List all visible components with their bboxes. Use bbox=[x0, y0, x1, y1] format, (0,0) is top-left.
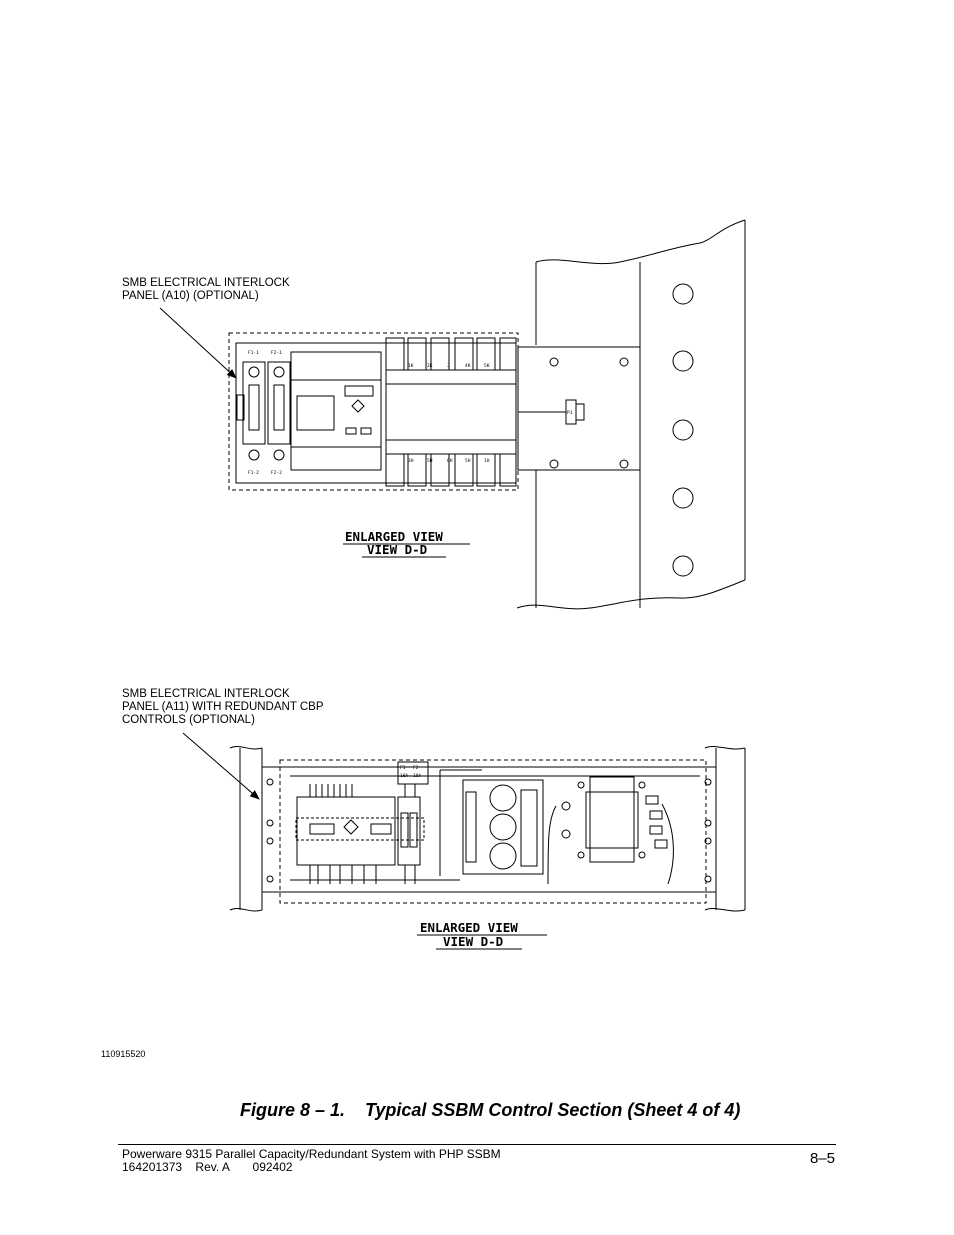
relay-top-2: 2K bbox=[427, 363, 433, 369]
top-view: P1 bbox=[228, 219, 746, 610]
bottom-view-subtitle: VIEW D-D bbox=[443, 934, 503, 949]
top-panel bbox=[228, 332, 519, 491]
a11-callout-arrow bbox=[182, 732, 260, 800]
figure-caption: Figure 8 – 1. Typical SSBM Control Secti… bbox=[240, 1100, 741, 1120]
bottom-small-labels: F1 F2 10A 10A bbox=[400, 765, 421, 779]
footer-left: Powerware 9315 Parallel Capacity/Redunda… bbox=[122, 1148, 501, 1174]
a10-callout-arrow bbox=[159, 307, 237, 379]
top-small-labels: F1-1 F2-1 F1-2 F2-2 1K 2K J 4K 5K 3H 5H … bbox=[248, 350, 490, 476]
transformer bbox=[589, 776, 635, 863]
callout-a11: SMB ELECTRICAL INTERLOCK PANEL (A11) WIT… bbox=[122, 688, 324, 727]
callout-a10-line1: SMB ELECTRICAL INTERLOCK bbox=[122, 277, 290, 289]
plc-module bbox=[290, 351, 382, 471]
fuse-top-1: F1-1 bbox=[248, 350, 259, 356]
relay-top-4: 4K bbox=[465, 363, 471, 369]
top-post-outline bbox=[535, 219, 746, 265]
relay-bottom-2: 5H bbox=[427, 458, 433, 464]
top-view-title: ENLARGED VIEW bbox=[345, 529, 443, 544]
relay-top-5: 5K bbox=[484, 363, 490, 369]
callout-a11-line3: CONTROLS (OPTIONAL) bbox=[122, 714, 255, 726]
fuse-top-2: F2-1 bbox=[271, 350, 282, 356]
relay-bottom-3: 6H bbox=[447, 458, 453, 464]
relay-bottom-1: 3H bbox=[408, 458, 414, 464]
bottom-view-title: ENLARGED VIEW bbox=[420, 920, 518, 935]
relay-bottom-4: 5H bbox=[465, 458, 471, 464]
power-supply bbox=[462, 779, 544, 875]
relay-top-3: J bbox=[447, 363, 450, 369]
page-number: 8–5 bbox=[809, 1150, 835, 1167]
bottom-plc bbox=[296, 796, 396, 866]
relay-top-1: 1K bbox=[408, 363, 414, 369]
top-view-subtitle: VIEW D-D bbox=[367, 542, 427, 557]
fuse-label-2: F2 bbox=[413, 765, 419, 771]
footer-docinfo: 164201373 Rev. A 092402 bbox=[122, 1160, 293, 1174]
callout-a11-line2: PANEL (A11) WITH REDUNDANT CBP bbox=[122, 701, 324, 713]
relays-bottom bbox=[385, 453, 517, 487]
callout-a10-line2: PANEL (A10) (OPTIONAL) bbox=[122, 290, 259, 302]
top-post-bottom bbox=[516, 579, 746, 610]
fuse-bottom-1: F1-2 bbox=[248, 470, 259, 476]
fuse-label-1: F1 bbox=[400, 765, 406, 771]
footer-title: Powerware 9315 Parallel Capacity/Redunda… bbox=[122, 1147, 501, 1161]
drawing-number: 110915520 bbox=[101, 1049, 146, 1059]
fuse-label-4: 10A bbox=[413, 773, 421, 779]
callout-a10: SMB ELECTRICAL INTERLOCK PANEL (A10) (OP… bbox=[122, 277, 290, 303]
connector-label: P1 bbox=[567, 410, 573, 416]
fuse-label-3: 10A bbox=[400, 773, 408, 779]
relay-bottom-5: 1H bbox=[484, 458, 490, 464]
fuse-bottom-2: F2-2 bbox=[271, 470, 282, 476]
callout-a11-line1: SMB ELECTRICAL INTERLOCK bbox=[122, 688, 290, 700]
footer-rule bbox=[118, 1144, 836, 1145]
bottom-view bbox=[229, 745, 746, 912]
bottom-panel bbox=[261, 766, 717, 893]
